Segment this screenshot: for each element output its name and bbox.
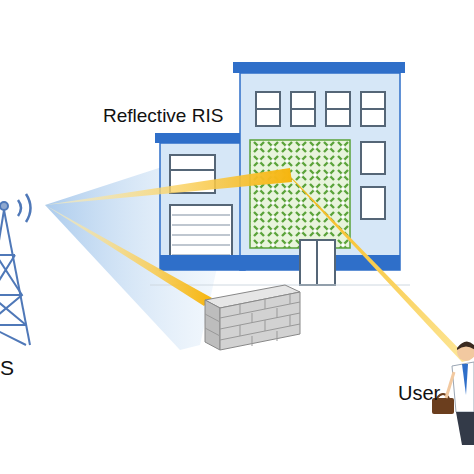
text-label: User [398,382,440,404]
text-label: Reflective RIS [103,106,223,127]
beam-to-user [288,175,470,362]
coverage-cone [45,140,245,350]
beam-to-ris [45,168,292,205]
brick-wall [205,285,300,350]
text-label: S [0,356,14,379]
ris-panel [250,140,350,248]
beam-to-wall [45,205,212,306]
base-station-tower [0,194,31,345]
